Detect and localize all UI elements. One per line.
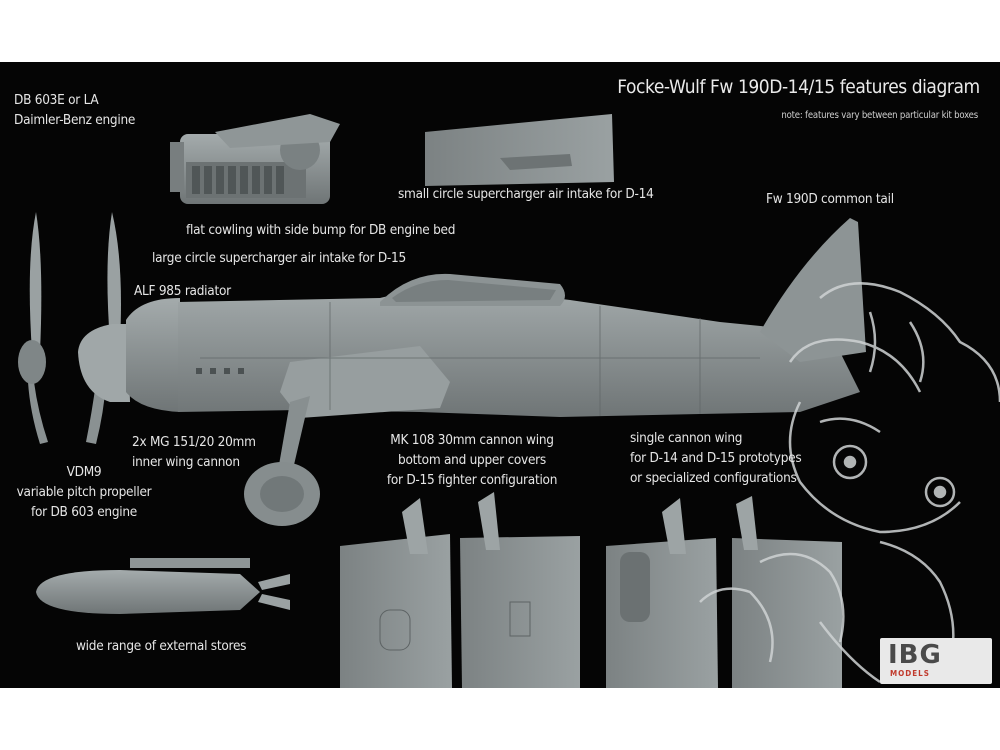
large-intake-label: large circle supercharger air intake for… [152,250,406,266]
mk108-label-line2: bottom and upper covers [398,452,546,468]
single-cannon-label-line1: single cannon wing [630,430,743,446]
engine-label-line2: Daimler-Benz engine [14,112,136,128]
logo-sub-text: MODELS [890,669,930,678]
features-diagram-panel: Focke-Wulf Fw 190D-14/15 features diagra… [0,62,1000,688]
vdm9-label-line1: VDM9 [66,464,102,480]
common-tail-label: Fw 190D common tail [766,191,894,207]
single-cannon-label: single cannon wing for D-14 and D-15 pro… [630,428,802,488]
flat-cowling-label: flat cowling with side bump for DB engin… [186,222,456,238]
radiator-label: ALF 985 radiator [134,283,231,299]
vdm9-label-line2: variable pitch propeller [16,484,152,500]
vdm9-label-line3: for DB 603 engine [30,504,138,520]
ibg-models-logo: IBG MODELS [880,638,992,684]
mk108-label-line3: for D-15 fighter configuration [386,472,558,488]
mg151-label-line2: inner wing cannon [132,454,240,470]
mg151-label-line1: 2x MG 151/20 20mm [132,434,256,450]
diagram-note: note: features vary between particular k… [781,110,978,121]
model-renders [18,114,1000,688]
mk108-label: MK 108 30mm cannon wing bottom and upper… [382,430,562,490]
mk108-wing-panels-render [340,492,580,688]
fw190d-aircraft-render [78,218,866,526]
bottom-white-strip [0,688,1000,750]
external-stores-label: wide range of external stores [76,638,247,654]
vdm9-label: VDM9 variable pitch propeller for DB 603… [8,462,159,522]
mascot-watermark-drawing [699,282,1000,684]
external-store-render [36,558,290,614]
small-intake-label: small circle supercharger air intake for… [398,186,654,202]
mg151-label: 2x MG 151/20 20mm inner wing cannon [132,432,256,472]
mk108-label-line1: MK 108 30mm cannon wing [390,432,554,448]
logo-brand-text: IBG [888,640,942,670]
single-cannon-wing-panels-render [606,496,842,688]
single-cannon-label-line3: or specialized configurations [630,470,797,486]
diagram-title: Focke-Wulf Fw 190D-14/15 features diagra… [617,76,981,98]
engine-label: DB 603E or LA Daimler-Benz engine [14,90,135,130]
engine-label-line1: DB 603E or LA [14,92,99,108]
db603-engine-render [170,114,340,204]
single-cannon-label-line2: for D-14 and D-15 prototypes [630,450,802,466]
small-intake-detail-render [425,114,614,186]
